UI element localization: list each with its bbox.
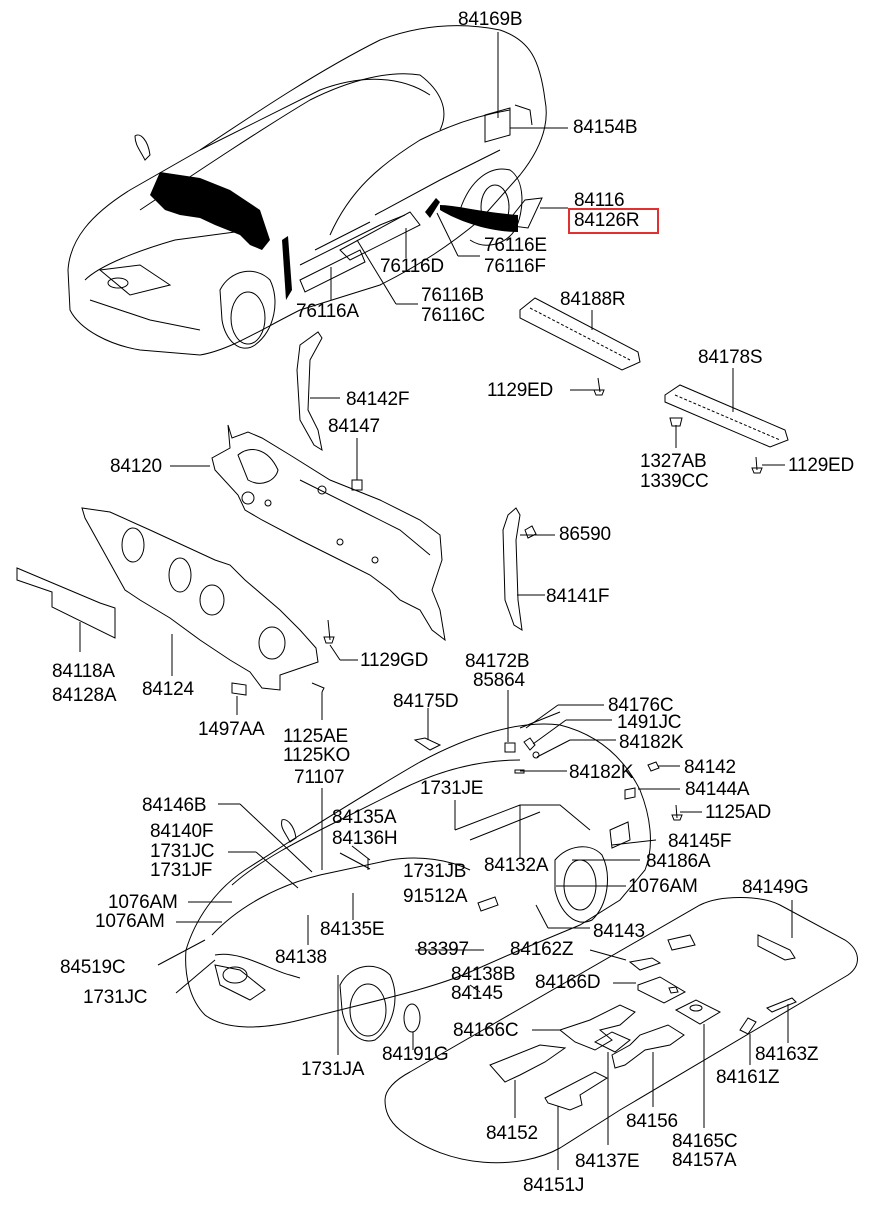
part-84188R-shape — [519, 297, 641, 371]
label-84166C[interactable]: 84166C — [453, 1020, 519, 1041]
label-84145F[interactable]: 84145F — [668, 831, 732, 852]
part-84165C-shape — [674, 999, 722, 1025]
label-84178S[interactable]: 84178S — [698, 347, 763, 368]
label-84116[interactable]: 84116 — [574, 190, 625, 211]
label-84182K-lower[interactable]: 84182K — [569, 762, 634, 783]
part-84166C-shape — [558, 1004, 636, 1051]
part-84120-shape — [211, 424, 446, 642]
label-84169B[interactable]: 84169B — [458, 9, 523, 30]
label-84182K-upper[interactable]: 84182K — [619, 732, 684, 753]
part-84124-shape — [81, 507, 319, 691]
label-84136H[interactable]: 84136H — [332, 828, 398, 849]
label-84152[interactable]: 84152 — [486, 1123, 538, 1144]
label-86590[interactable]: 86590 — [559, 524, 611, 545]
label-1125AD[interactable]: 1125AD — [705, 802, 772, 823]
label-1491JC[interactable]: 1491JC — [617, 712, 682, 733]
part-84141F-shape — [502, 507, 523, 631]
label-76116F[interactable]: 76116F — [484, 256, 546, 277]
label-84175D[interactable]: 84175D — [393, 691, 459, 712]
label-84124[interactable]: 84124 — [142, 679, 194, 700]
label-84142F[interactable]: 84142F — [346, 389, 410, 410]
label-76116C[interactable]: 76116C — [421, 305, 485, 326]
part-84178S-shape — [664, 384, 789, 448]
label-85864[interactable]: 85864 — [473, 670, 525, 691]
label-84149G[interactable]: 84149G — [742, 877, 809, 898]
label-84162Z[interactable]: 84162Z — [510, 939, 574, 960]
label-84154B[interactable]: 84154B — [573, 117, 638, 138]
label-76116D[interactable]: 76116D — [380, 256, 444, 277]
label-84138[interactable]: 84138 — [275, 947, 327, 968]
label-84176C[interactable]: 84176C — [608, 695, 674, 716]
label-84146B[interactable]: 84146B — [142, 795, 207, 816]
part-84152-shape — [489, 1044, 567, 1083]
label-84161Z[interactable]: 84161Z — [716, 1067, 780, 1088]
part-84142F-shape — [296, 331, 323, 452]
label-1339CC[interactable]: 1339CC — [640, 471, 709, 492]
label-76116E[interactable]: 76116E — [484, 235, 547, 256]
label-76116B[interactable]: 76116B — [421, 285, 484, 306]
label-84142[interactable]: 84142 — [684, 757, 736, 778]
part-84126R-shape — [504, 197, 543, 229]
label-84140F[interactable]: 84140F — [150, 821, 214, 842]
label-84144A[interactable]: 84144A — [685, 779, 750, 800]
label-1129ED-lower[interactable]: 1129ED — [788, 455, 855, 476]
label-1129ED-upper[interactable]: 1129ED — [487, 380, 554, 401]
label-84135A[interactable]: 84135A — [332, 807, 397, 828]
label-1731JC-upper[interactable]: 1731JC — [150, 841, 215, 862]
label-84141F[interactable]: 84141F — [546, 586, 610, 607]
label-91512A[interactable]: 91512A — [403, 886, 468, 907]
part-84149G-shape — [384, 897, 858, 1164]
label-1076AM-left-upper[interactable]: 1076AM — [108, 892, 178, 913]
label-1731JA[interactable]: 1731JA — [301, 1059, 365, 1080]
label-84519C[interactable]: 84519C — [60, 957, 126, 978]
label-84156[interactable]: 84156 — [626, 1111, 678, 1132]
label-1731JB[interactable]: 1731JB — [403, 861, 467, 882]
label-76116A[interactable]: 76116A — [296, 301, 359, 322]
label-84157A[interactable]: 84157A — [672, 1150, 737, 1171]
label-84186A[interactable]: 84186A — [646, 851, 711, 872]
label-84145[interactable]: 84145 — [451, 983, 503, 1004]
label-84135E[interactable]: 84135E — [320, 919, 385, 940]
label-84172B[interactable]: 84172B — [465, 651, 530, 672]
label-84118A[interactable]: 84118A — [52, 661, 115, 682]
label-84120[interactable]: 84120 — [110, 456, 162, 477]
label-84151J[interactable]: 84151J — [523, 1175, 585, 1196]
label-84191G[interactable]: 84191G — [382, 1044, 449, 1065]
part-84118A-shape — [16, 567, 116, 639]
label-83397[interactable]: 83397 — [417, 939, 469, 960]
part-84137E-shape — [593, 1031, 631, 1053]
label-84147[interactable]: 84147 — [328, 416, 380, 437]
label-1731JE[interactable]: 1731JE — [420, 778, 484, 799]
label-71107[interactable]: 71107 — [294, 767, 345, 788]
label-84138B[interactable]: 84138B — [451, 964, 516, 985]
label-1731JC-lower[interactable]: 1731JC — [83, 987, 148, 1008]
label-1125AE[interactable]: 1125AE — [283, 726, 349, 747]
label-1125KO[interactable]: 1125KO — [283, 745, 351, 766]
part-84151J-shape — [544, 1071, 609, 1111]
label-1327AB[interactable]: 1327AB — [640, 451, 707, 472]
bottom-car-illustration — [185, 711, 660, 1042]
label-1129GD[interactable]: 1129GD — [360, 650, 429, 671]
label-1497AA[interactable]: 1497AA — [198, 719, 265, 740]
label-1076AM-right[interactable]: 1076AM — [628, 876, 698, 897]
label-84188R[interactable]: 84188R — [560, 289, 626, 310]
label-84165C[interactable]: 84165C — [672, 1131, 738, 1152]
insulator-shapes — [150, 172, 518, 300]
label-84163Z[interactable]: 84163Z — [755, 1044, 819, 1065]
label-84126R[interactable]: 84126R — [574, 210, 640, 231]
label-84143[interactable]: 84143 — [593, 921, 645, 942]
label-1731JF[interactable]: 1731JF — [150, 860, 213, 881]
highlight-box — [568, 208, 659, 234]
label-84128A[interactable]: 84128A — [52, 685, 117, 706]
part-84156-shape — [611, 1024, 685, 1069]
label-84132A[interactable]: 84132A — [484, 855, 549, 876]
label-84166D[interactable]: 84166D — [535, 972, 601, 993]
label-1076AM-left-lower[interactable]: 1076AM — [95, 911, 165, 932]
label-84137E[interactable]: 84137E — [575, 1151, 640, 1172]
